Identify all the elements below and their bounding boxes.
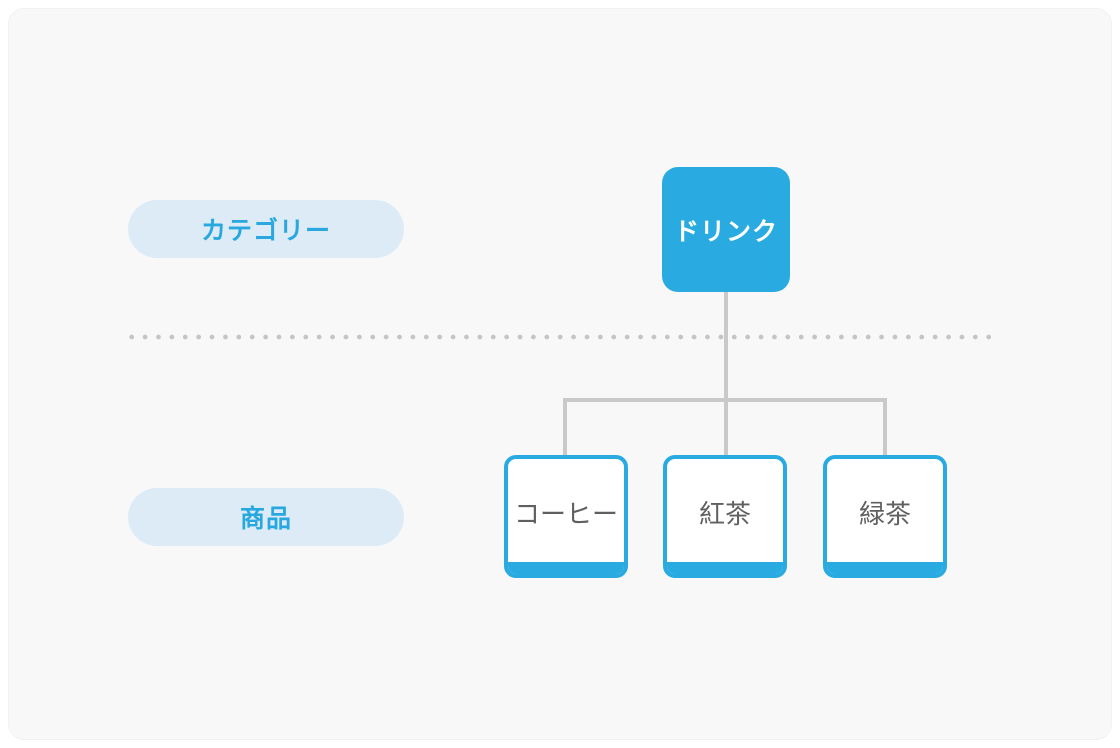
row-label-category: カテゴリー [128,200,404,258]
connector-right-vertical [883,398,887,459]
node-coffee: コーヒー [504,455,628,578]
row-divider-dotted-line [125,334,997,340]
row-label-category-text: カテゴリー [200,217,331,245]
node-coffee-label: コーヒー [513,499,618,529]
node-drink: ドリンク [662,167,790,292]
node-black-tea-bottom-strip [667,562,783,574]
row-label-product-text: 商品 [239,505,292,533]
connector-horizontal-bar [563,398,887,402]
node-black-tea-label: 紅茶 [698,499,751,529]
node-coffee-bottom-strip [508,562,624,574]
node-drink-label: ドリンク [673,217,778,246]
diagram-canvas-card [8,8,1112,740]
row-label-product: 商品 [128,488,404,546]
node-green-tea: 緑茶 [823,455,947,578]
connector-root-vertical [724,292,728,459]
node-green-tea-bottom-strip [827,562,943,574]
node-black-tea: 紅茶 [663,455,787,578]
node-green-tea-label: 緑茶 [858,499,911,529]
connector-left-vertical [563,398,567,459]
